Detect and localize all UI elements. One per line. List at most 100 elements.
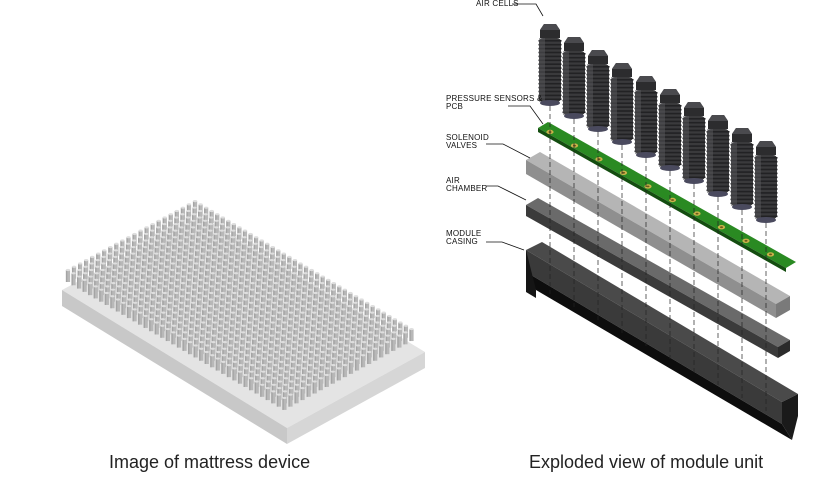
mattress-cell <box>409 327 414 342</box>
mattress-cell <box>342 364 348 378</box>
mattress-cell <box>126 304 132 319</box>
callout-leaders <box>486 3 544 251</box>
module-casing-label-line2: CASING <box>446 237 478 246</box>
mattress-cell <box>110 295 115 309</box>
solenoid-valves-label: SOLENOID VALVES <box>446 134 489 150</box>
mattress-cell <box>77 275 82 289</box>
air-cell <box>658 89 682 171</box>
air-cell <box>610 63 634 145</box>
air-cell <box>634 76 658 158</box>
module-casing-label-line1: MODULE <box>446 229 482 238</box>
mattress-air-cells <box>65 200 414 410</box>
mattress-cell <box>324 373 329 387</box>
mattress-cell <box>348 360 354 374</box>
mattress-cell <box>71 272 76 286</box>
air-cell <box>562 37 586 119</box>
mattress-cell <box>204 350 209 364</box>
air-chamber-label-line2: CHAMBER <box>446 184 488 193</box>
mattress-cell <box>193 344 198 358</box>
mattress-caption: Image of mattress device <box>109 452 311 472</box>
mattress-panel: Image of mattress device <box>62 200 425 472</box>
alignment-lines <box>549 106 767 411</box>
air-cell <box>754 141 778 223</box>
mattress-cell <box>361 354 366 368</box>
mattress-cell <box>221 360 226 374</box>
module-panel: AIR CELLS PRESSURE SENSORS & PCB SOLENOI… <box>440 0 829 485</box>
mattress-cell <box>243 373 248 387</box>
mattress-cell <box>104 291 109 305</box>
pressure-sensor <box>742 238 750 243</box>
exploded-module-illustration <box>486 3 798 440</box>
mattress-cell <box>93 285 98 299</box>
mattress-cell <box>379 344 384 358</box>
mattress-cell <box>282 396 287 410</box>
air-chamber-label-line1: AIR <box>446 176 460 185</box>
pressure-sensors-label: PRESSURE SENSORS & PCB <box>446 95 543 111</box>
mattress-cell <box>138 311 143 325</box>
mattress-cell <box>260 383 265 397</box>
pressure-sensor <box>766 252 775 257</box>
pressure-sensor <box>595 157 603 162</box>
mattress-cell <box>254 380 259 394</box>
mattress-cell <box>403 331 408 345</box>
mattress-cell <box>354 357 360 371</box>
mattress-cell <box>88 282 93 296</box>
mattress-cell <box>232 367 237 381</box>
mattress-cell <box>385 341 390 355</box>
air-cells-label: AIR CELLS <box>476 0 519 8</box>
mattress-cell <box>306 383 311 397</box>
module-caption: Exploded view of module unit <box>529 452 764 472</box>
mattress-cell <box>160 324 165 338</box>
mattress-cell <box>182 337 187 351</box>
mattress-cell <box>115 298 121 312</box>
mattress-cell <box>373 347 378 361</box>
mattress-cell <box>210 354 215 368</box>
pressure-sensor <box>693 211 701 216</box>
pressure-sensor <box>644 184 652 189</box>
module-casing-label: MODULE CASING <box>446 230 481 246</box>
mattress-cell <box>82 278 87 292</box>
air-cell <box>706 115 730 197</box>
mattress-cell <box>336 367 341 381</box>
pressure-sensor <box>619 170 628 175</box>
mattress-cell <box>391 337 396 351</box>
mattress-cell <box>171 331 176 345</box>
mattress-cell <box>318 377 323 391</box>
mattress-cell <box>367 350 372 364</box>
mattress-cell <box>121 301 126 315</box>
air-chamber-label: AIR CHAMBER <box>446 177 487 193</box>
mattress-cell <box>265 386 270 401</box>
mattress-cell <box>300 386 305 401</box>
mattress-cell <box>132 308 137 322</box>
mattress-cell <box>271 390 276 404</box>
pcb-strip <box>538 122 796 272</box>
mattress-cell <box>65 268 71 282</box>
module-casing <box>526 242 798 440</box>
air-cell <box>586 50 610 132</box>
pressure-sensor <box>668 197 677 203</box>
mattress-cell <box>276 393 281 407</box>
pressure-sensor <box>717 225 726 230</box>
mattress-cell <box>143 314 148 328</box>
solenoid-label-line1: SOLENOID <box>446 133 489 142</box>
mattress-cell <box>312 380 317 394</box>
mattress-device-illustration <box>62 200 425 444</box>
mattress-cell <box>288 393 293 407</box>
mattress-cell <box>188 341 193 355</box>
mattress-cell <box>237 370 243 384</box>
mattress-cell <box>215 357 220 371</box>
mattress-cell <box>330 370 335 384</box>
mattress-cell <box>165 327 170 342</box>
mattress-cell <box>294 390 299 404</box>
mattress-cell <box>99 288 104 302</box>
air-cells-label-text: AIR CELLS <box>476 0 519 8</box>
air-cell <box>682 102 706 184</box>
solenoid-label-line2: VALVES <box>446 141 478 150</box>
mattress-cell <box>226 364 232 378</box>
pressure-sensor <box>570 143 579 148</box>
air-cell <box>730 128 754 210</box>
pressure-sensors-label-line1: PRESSURE SENSORS & <box>446 94 543 103</box>
mattress-cell <box>397 334 402 348</box>
air-cell <box>538 24 562 106</box>
mattress-cell <box>176 334 182 348</box>
